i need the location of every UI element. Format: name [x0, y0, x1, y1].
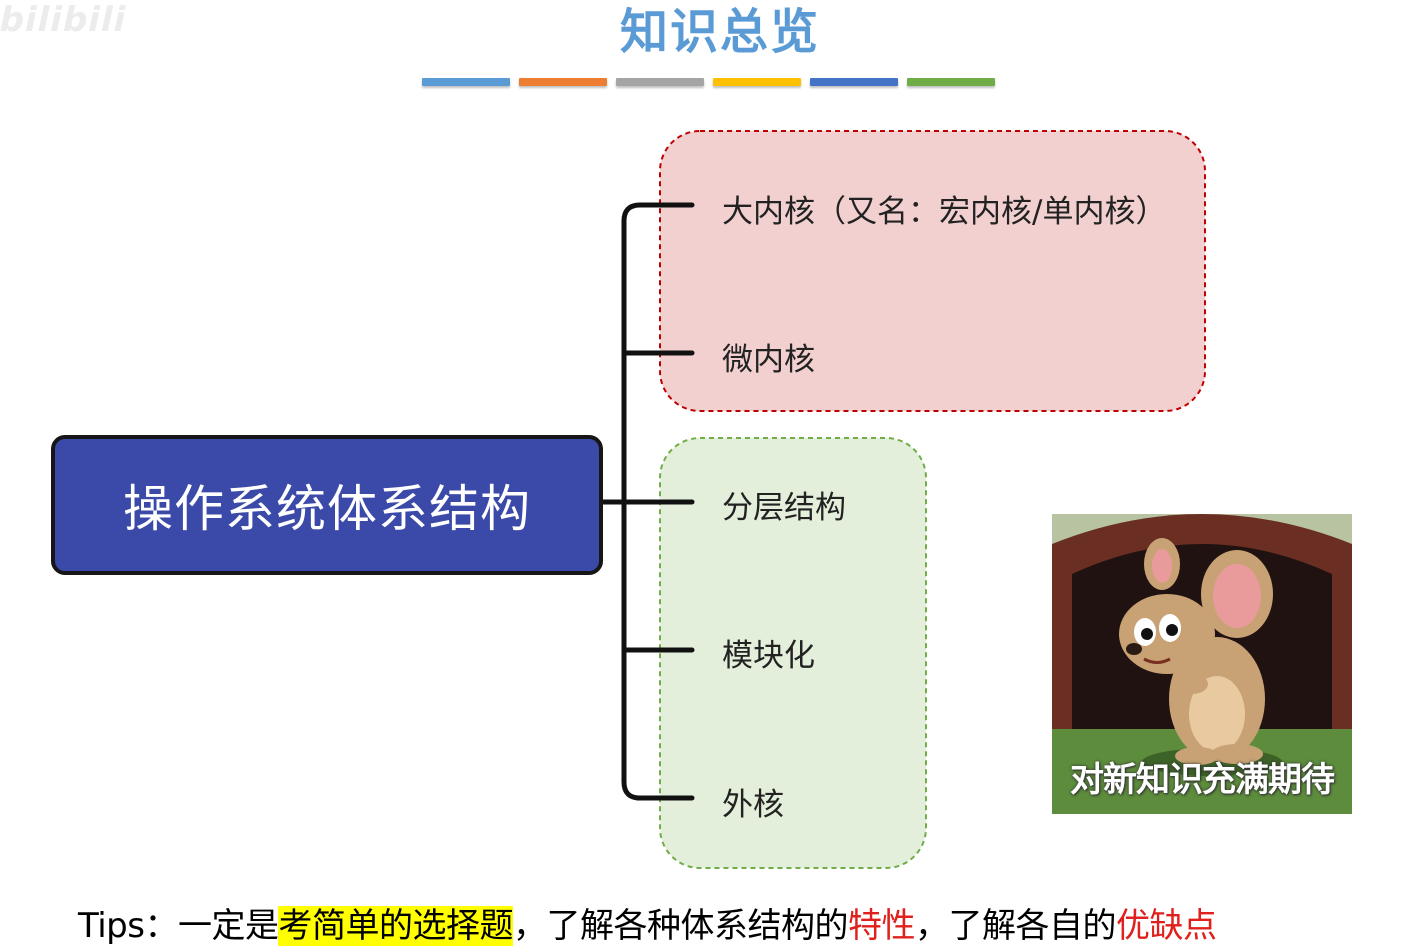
branch-modular: 模块化 [722, 638, 815, 674]
accent-bar-gray [616, 78, 704, 86]
tips-prefix: Tips：一定是 [78, 906, 279, 946]
accent-bar-darkblue [810, 78, 898, 86]
tips-middle: ，了解各种体系结构的 [512, 906, 849, 946]
mouse-illustration [1052, 514, 1352, 814]
root-node: 操作系统体系结构 [51, 435, 603, 575]
branch-microkernel: 微内核 [722, 342, 815, 378]
connector-top [621, 202, 695, 801]
root-node-label: 操作系统体系结构 [123, 480, 531, 538]
page-title: 知识总览 [619, 4, 820, 60]
tips-line: Tips：一定是考简单的选择题，了解各种体系结构的特性，了解各自的优缺点 [78, 898, 1217, 947]
jerry-mouse-meme: 对新知识充满期待 [1052, 514, 1352, 814]
tips-highlight: 考简单的选择题 [278, 906, 513, 946]
structure-group-box [659, 437, 927, 869]
meme-caption: 对新知识充满期待 [1070, 760, 1335, 800]
branch-layered-structure: 分层结构 [722, 490, 846, 526]
branch-monolithic-kernel: 大内核（又名：宏内核/单内核） [722, 194, 1167, 230]
branch-exokernel: 外核 [722, 787, 784, 823]
accent-bar-yellow [713, 78, 801, 86]
accent-bars [422, 78, 995, 86]
kernel-group-box [659, 130, 1206, 412]
tips-middle2: ，了解各自的 [914, 906, 1117, 946]
accent-bar-blue [422, 78, 510, 86]
accent-bar-green [907, 78, 995, 86]
tips-characteristics: 特性 [847, 906, 916, 946]
branch-connectors [595, 202, 695, 801]
tips-pros-cons: 优缺点 [1115, 906, 1217, 946]
accent-bar-orange [519, 78, 607, 86]
